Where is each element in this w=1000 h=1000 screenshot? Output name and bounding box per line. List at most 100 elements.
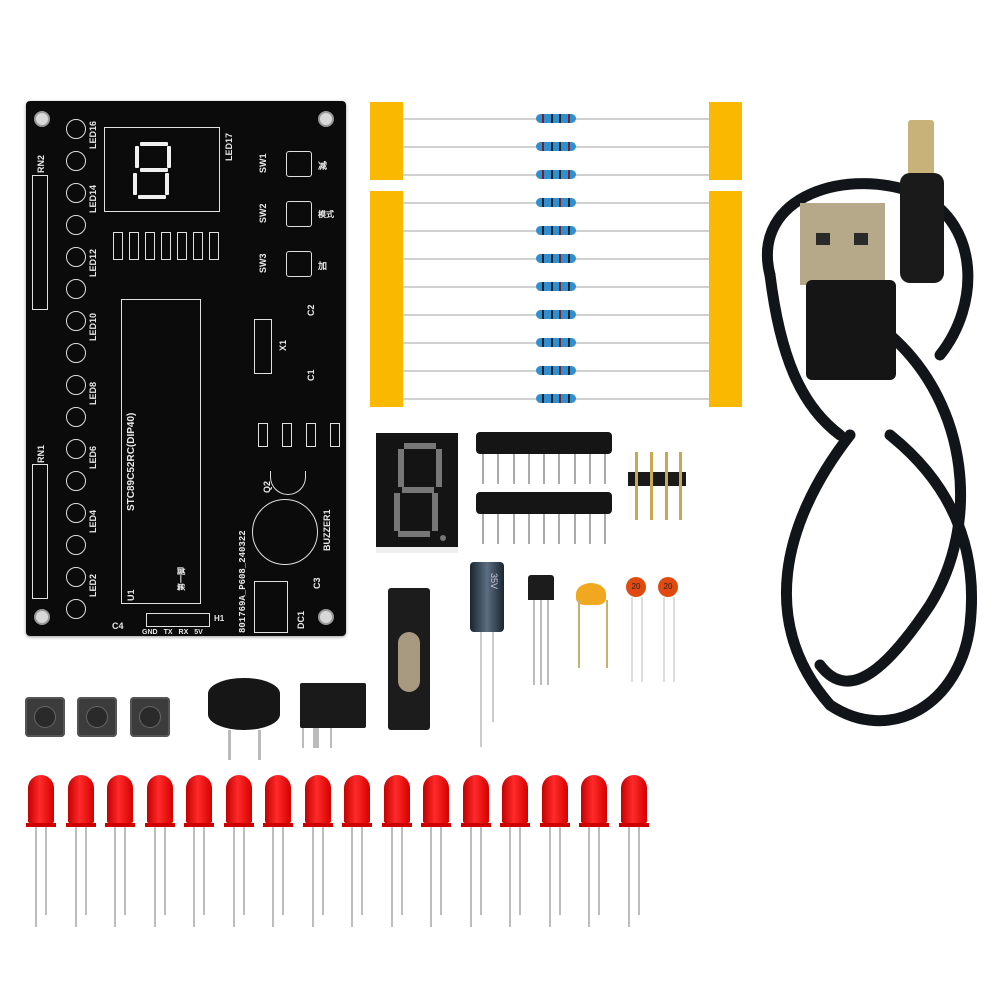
dc-jack-footprint: [254, 581, 288, 633]
red-led: [105, 775, 135, 927]
red-led: [342, 775, 372, 927]
q2-footprint: [270, 471, 306, 495]
dc-power-jack: [300, 683, 366, 728]
r9-footprint: [282, 423, 292, 447]
red-led: [65, 775, 96, 927]
q2-label: Q2: [262, 480, 272, 493]
capacitor-lead: [663, 597, 665, 682]
header-footprint: [146, 613, 210, 627]
transistor-lead: [547, 600, 549, 685]
capacitor-lead: [673, 597, 675, 682]
c3-label: C3: [312, 577, 322, 589]
mcu-footprint: [121, 299, 201, 604]
led10-label: LED10: [88, 312, 98, 341]
jack-lead: [330, 728, 332, 748]
pin-header: [628, 452, 686, 520]
led2-label: LED2: [88, 573, 98, 597]
red-led: [579, 775, 609, 927]
led16-label: LED16: [88, 120, 98, 149]
sw3-footprint: [286, 251, 312, 277]
r10-footprint: [306, 423, 316, 447]
board-id: 801769A_P608_240322: [238, 530, 248, 633]
red-led: [223, 775, 254, 927]
led17-label: LED17: [224, 132, 234, 161]
sw2-function-label: 模式: [318, 210, 334, 219]
resistor-tape-strip: [370, 100, 742, 410]
sw1-label: SW1: [258, 153, 268, 173]
capacitor-lead: [606, 600, 608, 668]
red-led: [144, 775, 175, 927]
jack-lead: [313, 728, 319, 748]
red-led: [302, 775, 333, 927]
resistor-network-1: [476, 432, 612, 487]
red-led: [26, 775, 56, 927]
buzzer-lead: [228, 730, 231, 760]
rn1-label: RN1: [36, 444, 46, 463]
x1-label: X1: [278, 339, 288, 351]
capacitor-lead: [492, 632, 494, 722]
resistor-rows: [403, 114, 709, 422]
red-led: [184, 775, 214, 927]
red-led: [381, 775, 412, 927]
sw1-footprint: [286, 151, 312, 177]
red-led: [460, 775, 491, 927]
sw1-function-label: 减: [318, 161, 328, 171]
sw3-label: SW3: [258, 253, 268, 273]
tact-switch-2: [77, 697, 117, 737]
capacitor-lead: [480, 632, 482, 747]
ceramic-capacitor-yellow: [576, 583, 606, 605]
usb-a-plug-icon: [800, 203, 885, 285]
led8-label: LED8: [88, 381, 98, 405]
red-led: [500, 775, 530, 927]
buzzer-lead: [258, 730, 261, 760]
transistor-lead: [540, 600, 542, 685]
buzzer: [208, 678, 280, 730]
sw2-footprint: [286, 201, 312, 227]
transistor: [528, 575, 554, 600]
tact-switch-3: [130, 697, 170, 737]
crystal-oscillator: [388, 588, 430, 730]
rn2-footprint: [32, 175, 48, 310]
red-led: [421, 775, 451, 927]
r11-footprint: [330, 423, 340, 447]
dc-barrel-plug-icon: [908, 120, 934, 175]
capacitor-lead: [641, 597, 643, 682]
resistor-footprints-r1-r7: [111, 226, 221, 268]
led-footprint-column: [64, 119, 94, 639]
header-label: H1: [214, 614, 225, 623]
buzzer-label: BUZZER1: [322, 509, 332, 551]
mounting-hole: [34, 609, 50, 625]
transistor-lead: [533, 600, 535, 685]
tact-switch-1: [25, 697, 65, 737]
seven-segment-display: [376, 433, 458, 553]
led14-label: LED14: [88, 184, 98, 213]
mcu-ref: U1: [126, 589, 136, 601]
mounting-hole: [318, 111, 334, 127]
pcb-board: RN2 RN1 LED16 LED14 LED12 LED10 LED8 LED…: [26, 101, 346, 636]
c2-label: C2: [306, 304, 316, 316]
red-led: [263, 775, 293, 927]
c4-label: C4: [112, 621, 124, 631]
rn1-footprint: [32, 464, 48, 599]
capacitor-lead: [578, 600, 580, 668]
r8-footprint: [258, 423, 268, 447]
electrolytic-capacitor: 35V: [470, 562, 504, 632]
c1-label: C1: [306, 369, 316, 381]
red-led-row: [26, 775, 649, 927]
resistor-network-2: [476, 492, 612, 547]
ceramic-capacitor-red-1: 20: [626, 577, 646, 597]
mounting-hole: [318, 609, 334, 625]
dc1-label: DC1: [296, 610, 306, 629]
crystal-footprint: [254, 319, 272, 374]
pin1-label: 第一脚: [177, 567, 186, 591]
ceramic-capacitor-red-2: 20: [658, 577, 678, 597]
display-footprint: [104, 127, 220, 212]
mounting-hole: [34, 111, 50, 127]
led4-label: LED4: [88, 509, 98, 533]
usb-dc-cable: [762, 120, 977, 727]
mcu-label: STC89C52RC(DIP40): [126, 412, 137, 511]
led12-label: LED12: [88, 248, 98, 277]
rn2-label: RN2: [36, 154, 46, 173]
red-led: [618, 775, 649, 927]
red-led: [539, 775, 570, 927]
